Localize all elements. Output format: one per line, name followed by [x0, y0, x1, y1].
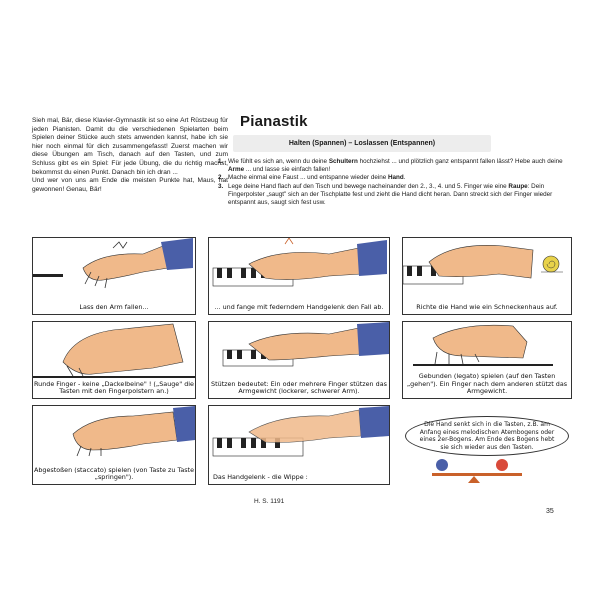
- hand-illustration: [33, 238, 193, 289]
- step-text: Lege deine Hand flach auf den Tisch und …: [228, 182, 509, 190]
- step-2: 2. Mache einmal eine Faust ... und entsp…: [218, 174, 568, 182]
- panel-caption: Stützen bedeutet: Ein oder mehrere Finge…: [211, 379, 387, 396]
- step-text: .: [403, 174, 406, 182]
- panel-caption: Runde Finger - keine „Dackelbeine" ! („S…: [34, 379, 194, 396]
- panel-caption: Gebunden (legato) spielen (auf den Taste…: [406, 372, 568, 396]
- intro-paragraph-2: Und wer von uns am Ende die meisten Punk…: [32, 177, 228, 193]
- panel-support: Stützen bedeutet: Ein oder mehrere Finge…: [208, 321, 390, 399]
- intro-paragraph-1: Sieh mal, Bär, diese Klavier-Gymnastik i…: [32, 117, 228, 176]
- panel-caption: Abgestoßen (staccato) spielen (von Taste…: [34, 465, 194, 482]
- step-number: 2.: [218, 174, 224, 182]
- illustration-grid: Lass den Arm fallen... ... und fange mit…: [32, 237, 572, 493]
- hand-illustration: [33, 323, 195, 378]
- step-text: hochziehst ... und plötzlich ganz entspa…: [357, 158, 563, 165]
- panel-caption: Das Handgelenk - die Wippe :: [213, 473, 308, 482]
- step-text: : Dein Fingerpolster „saugt" sich an der…: [228, 182, 553, 207]
- step-keyword: Arme: [228, 166, 245, 174]
- step-text: Wie fühlt es sich an, wenn du deine: [228, 158, 329, 165]
- hand-illustration: [413, 324, 553, 366]
- intro-text: Sieh mal, Bär, diese Klavier-Gymnastik i…: [32, 117, 228, 194]
- step-text: Mache einmal eine Faust ... und entspann…: [228, 174, 388, 182]
- hand-illustration: [212, 406, 389, 457]
- speech-bubble: Die Hand senkt sich in die Tasten, z.B. …: [405, 416, 569, 456]
- panel-snail-hand: Richte die Hand wie ein Schneckenhaus au…: [402, 237, 572, 315]
- panel-caption: Richte die Hand wie ein Schneckenhaus au…: [416, 303, 558, 312]
- panel-seesaw: Das Handgelenk - die Wippe :: [208, 405, 390, 485]
- page-subtitle: Halten (Spannen) – Loslassen (Entspannen…: [233, 135, 491, 152]
- step-text: ... und lasse sie einfach fallen!: [244, 166, 331, 174]
- panel-caption: ... und fange mit federndem Handgelenk d…: [214, 303, 384, 312]
- snail-icon: [542, 255, 560, 273]
- panel-arm-fall: Lass den Arm fallen...: [32, 237, 196, 315]
- footer-code: H. S. 1191: [254, 498, 285, 505]
- panel-caption: Lass den Arm fallen...: [79, 303, 149, 312]
- step-keyword: Schultern: [328, 158, 358, 165]
- insect-illustration: [432, 459, 522, 483]
- panel-catch-fall: ... und fange mit federndem Handgelenk d…: [208, 237, 390, 315]
- panel-staccato: Abgestoßen (staccato) spielen (von Taste…: [32, 405, 196, 485]
- hand-illustration: [72, 406, 195, 457]
- step-number: 1.: [218, 158, 224, 165]
- hand-illustration: [222, 322, 389, 367]
- step-keyword: Hand: [387, 174, 404, 182]
- step-3: 3. Lege deine Hand flach auf den Tisch u…: [218, 183, 568, 208]
- page-title: Pianastik: [240, 113, 308, 130]
- step-1: 1. Wie fühlt es sich an, wenn du deine S…: [218, 158, 568, 174]
- step-number: 3.: [218, 182, 224, 190]
- butterfly-icon: [436, 459, 448, 471]
- step-keyword: Raupe: [508, 182, 528, 190]
- exercise-steps: 1. Wie fühlt es sich an, wenn du deine S…: [218, 158, 568, 207]
- panel-round-fingers: Runde Finger - keine „Dackelbeine" ! („S…: [32, 321, 196, 399]
- hand-illustration: [212, 238, 387, 287]
- hand-illustration: [403, 245, 563, 285]
- panel-legato: Gebunden (legato) spielen (auf den Taste…: [402, 321, 572, 399]
- page-number: 35: [546, 508, 554, 515]
- ladybug-icon: [496, 459, 508, 471]
